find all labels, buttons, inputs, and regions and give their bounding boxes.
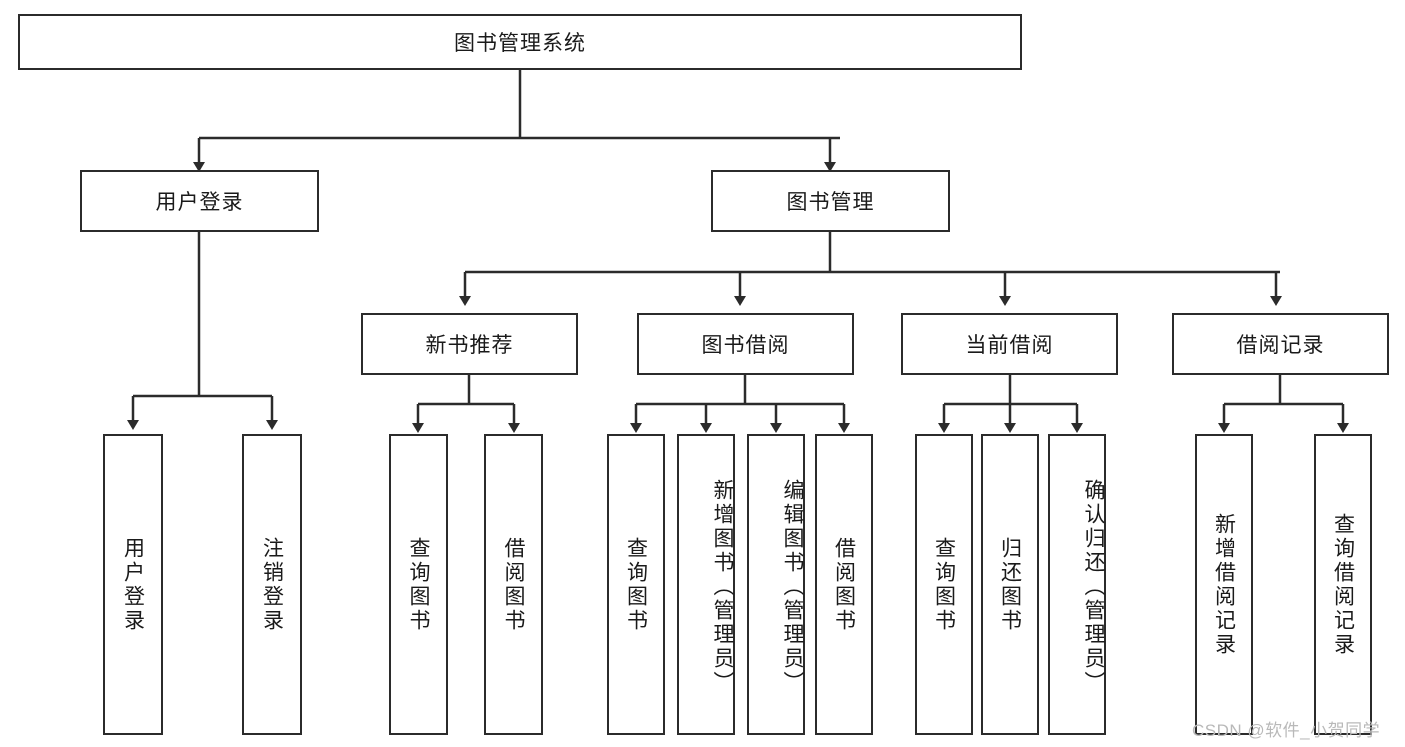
leaf-edit-book-admin[interactable]: 编辑图书（管理员）	[747, 434, 805, 735]
node-label: 查询借阅记录	[1331, 512, 1355, 657]
node-label: 借阅图书	[502, 536, 525, 633]
node-label: 确认归还（管理员）	[1082, 478, 1105, 695]
leaf-user-login[interactable]: 用户登录	[103, 434, 163, 735]
node-label: 用户登录	[155, 191, 244, 214]
node-label: 借阅记录	[1236, 334, 1325, 357]
node-label: 查询图书	[407, 536, 430, 633]
node-label: 图书借阅	[701, 334, 790, 357]
node-label: 图书管理系统	[454, 32, 586, 55]
leaf-borrow-book-recommend[interactable]: 借阅图书	[484, 434, 543, 735]
leaf-query-book-borrow[interactable]: 查询图书	[607, 434, 665, 735]
leaf-confirm-return-admin[interactable]: 确认归还（管理员）	[1048, 434, 1106, 735]
node-new-book-recommend[interactable]: 新书推荐	[361, 313, 578, 375]
node-label: 借阅图书	[832, 536, 856, 633]
node-book-borrow[interactable]: 图书借阅	[637, 313, 854, 375]
node-label: 用户登录	[121, 536, 145, 633]
node-label: 新增图书（管理员）	[711, 478, 734, 695]
node-label: 归还图书	[998, 536, 1022, 633]
node-label: 当前借阅	[965, 334, 1054, 357]
leaf-logout-login[interactable]: 注销登录	[242, 434, 302, 735]
leaf-borrow-book[interactable]: 借阅图书	[815, 434, 873, 735]
watermark-text: CSDN @软件_小贺同学	[1192, 721, 1381, 740]
leaf-add-borrow-record[interactable]: 新增借阅记录	[1195, 434, 1253, 735]
node-borrow-record[interactable]: 借阅记录	[1172, 313, 1389, 375]
node-user-login[interactable]: 用户登录	[80, 170, 319, 232]
node-label: 新书推荐	[425, 334, 514, 357]
csdn-watermark: CSDN @软件_小贺同学	[1192, 716, 1380, 741]
node-current-borrow[interactable]: 当前借阅	[901, 313, 1118, 375]
leaf-query-book-recommend[interactable]: 查询图书	[389, 434, 448, 735]
node-book-management[interactable]: 图书管理	[711, 170, 950, 232]
leaf-return-book[interactable]: 归还图书	[981, 434, 1039, 735]
node-label: 注销登录	[260, 536, 284, 633]
leaf-add-book-admin[interactable]: 新增图书（管理员）	[677, 434, 735, 735]
node-root-system[interactable]: 图书管理系统	[18, 14, 1022, 70]
node-label: 新增借阅记录	[1212, 512, 1236, 657]
leaf-query-book-current[interactable]: 查询图书	[915, 434, 973, 735]
node-label: 图书管理	[786, 191, 875, 214]
leaf-query-borrow-record[interactable]: 查询借阅记录	[1314, 434, 1372, 735]
node-label: 编辑图书（管理员）	[781, 478, 804, 695]
node-label: 查询图书	[932, 536, 956, 633]
node-label: 查询图书	[624, 536, 648, 633]
